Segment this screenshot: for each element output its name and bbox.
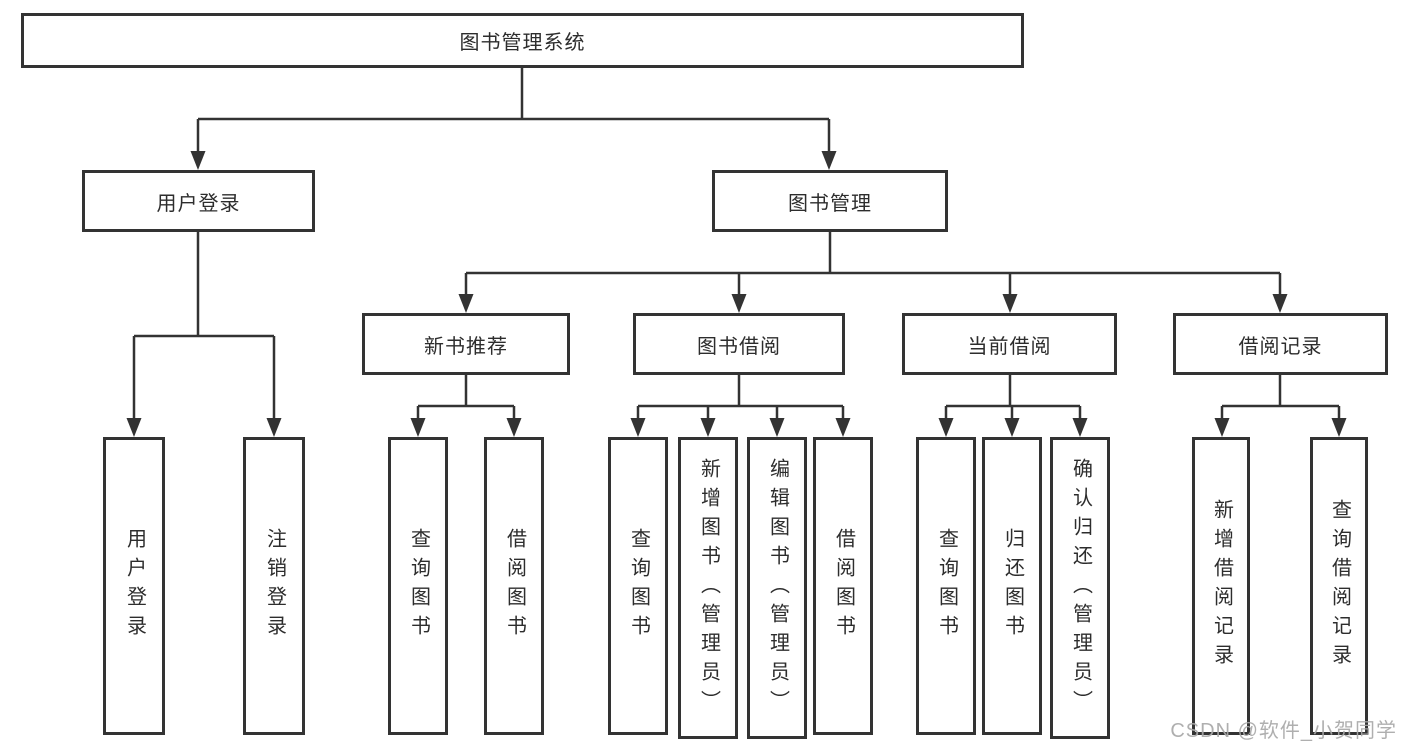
connector-records-to-children — [1220, 375, 1341, 419]
arrow-icon — [769, 418, 785, 437]
arrow-icon — [1272, 294, 1288, 313]
arrow-icon — [821, 151, 837, 170]
arrow-icon — [630, 418, 646, 437]
node-leaf-user-login: 用户登录 — [103, 437, 165, 735]
arrow-icon — [1214, 418, 1230, 437]
node-leaf-borrowing-borrow-books: 借阅图书 — [813, 437, 873, 735]
node-leaf-borrowing-add-books-admin: 新增图书（管理员） — [678, 437, 738, 739]
node-current-borrowing: 当前借阅 — [902, 313, 1117, 375]
connector-current-to-children — [944, 375, 1082, 419]
node-leaf-records-add-record: 新增借阅记录 — [1192, 437, 1250, 735]
node-book-borrowing: 图书借阅 — [633, 313, 845, 375]
arrow-icon — [1072, 418, 1088, 437]
arrow-icon — [506, 418, 522, 437]
node-leaf-borrowing-query-books: 查询图书 — [608, 437, 668, 735]
node-leaf-current-query-books: 查询图书 — [916, 437, 976, 735]
arrow-icon — [700, 418, 716, 437]
node-leaf-current-confirm-return-admin: 确认归还（管理员） — [1050, 437, 1110, 739]
arrow-icon — [938, 418, 954, 437]
arrow-icon — [731, 294, 747, 313]
connector-borrowing-to-children — [636, 375, 845, 419]
connector-root-to-level2 — [196, 68, 831, 152]
node-leaf-borrowing-edit-books-admin: 编辑图书（管理员） — [747, 437, 807, 739]
node-leaf-newbooks-query-books: 查询图书 — [388, 437, 448, 735]
node-user-login: 用户登录 — [82, 170, 315, 232]
watermark: CSDN @软件_小贺同学 — [1170, 720, 1397, 742]
connector-bookmgmt-to-groups — [464, 232, 1282, 295]
node-borrowing-records: 借阅记录 — [1173, 313, 1388, 375]
arrow-icon — [1004, 418, 1020, 437]
node-book-management: 图书管理 — [712, 170, 948, 232]
node-leaf-current-return-books: 归还图书 — [982, 437, 1042, 735]
arrow-icon — [835, 418, 851, 437]
node-leaf-records-query-record: 查询借阅记录 — [1310, 437, 1368, 735]
arrow-icon — [126, 418, 142, 437]
arrow-icon — [266, 418, 282, 437]
arrow-icon — [410, 418, 426, 437]
arrow-icon — [1002, 294, 1018, 313]
arrow-icon — [1331, 418, 1347, 437]
node-new-book-recommend: 新书推荐 — [362, 313, 570, 375]
connector-newbooks-to-children — [416, 375, 516, 419]
connector-userlogin-to-children — [132, 232, 276, 419]
arrowheads — [126, 151, 1347, 437]
node-leaf-logout: 注销登录 — [243, 437, 305, 735]
node-leaf-newbooks-borrow-books: 借阅图书 — [484, 437, 544, 735]
node-root-system: 图书管理系统 — [21, 13, 1024, 68]
arrow-icon — [458, 294, 474, 313]
arrow-icon — [190, 151, 206, 170]
